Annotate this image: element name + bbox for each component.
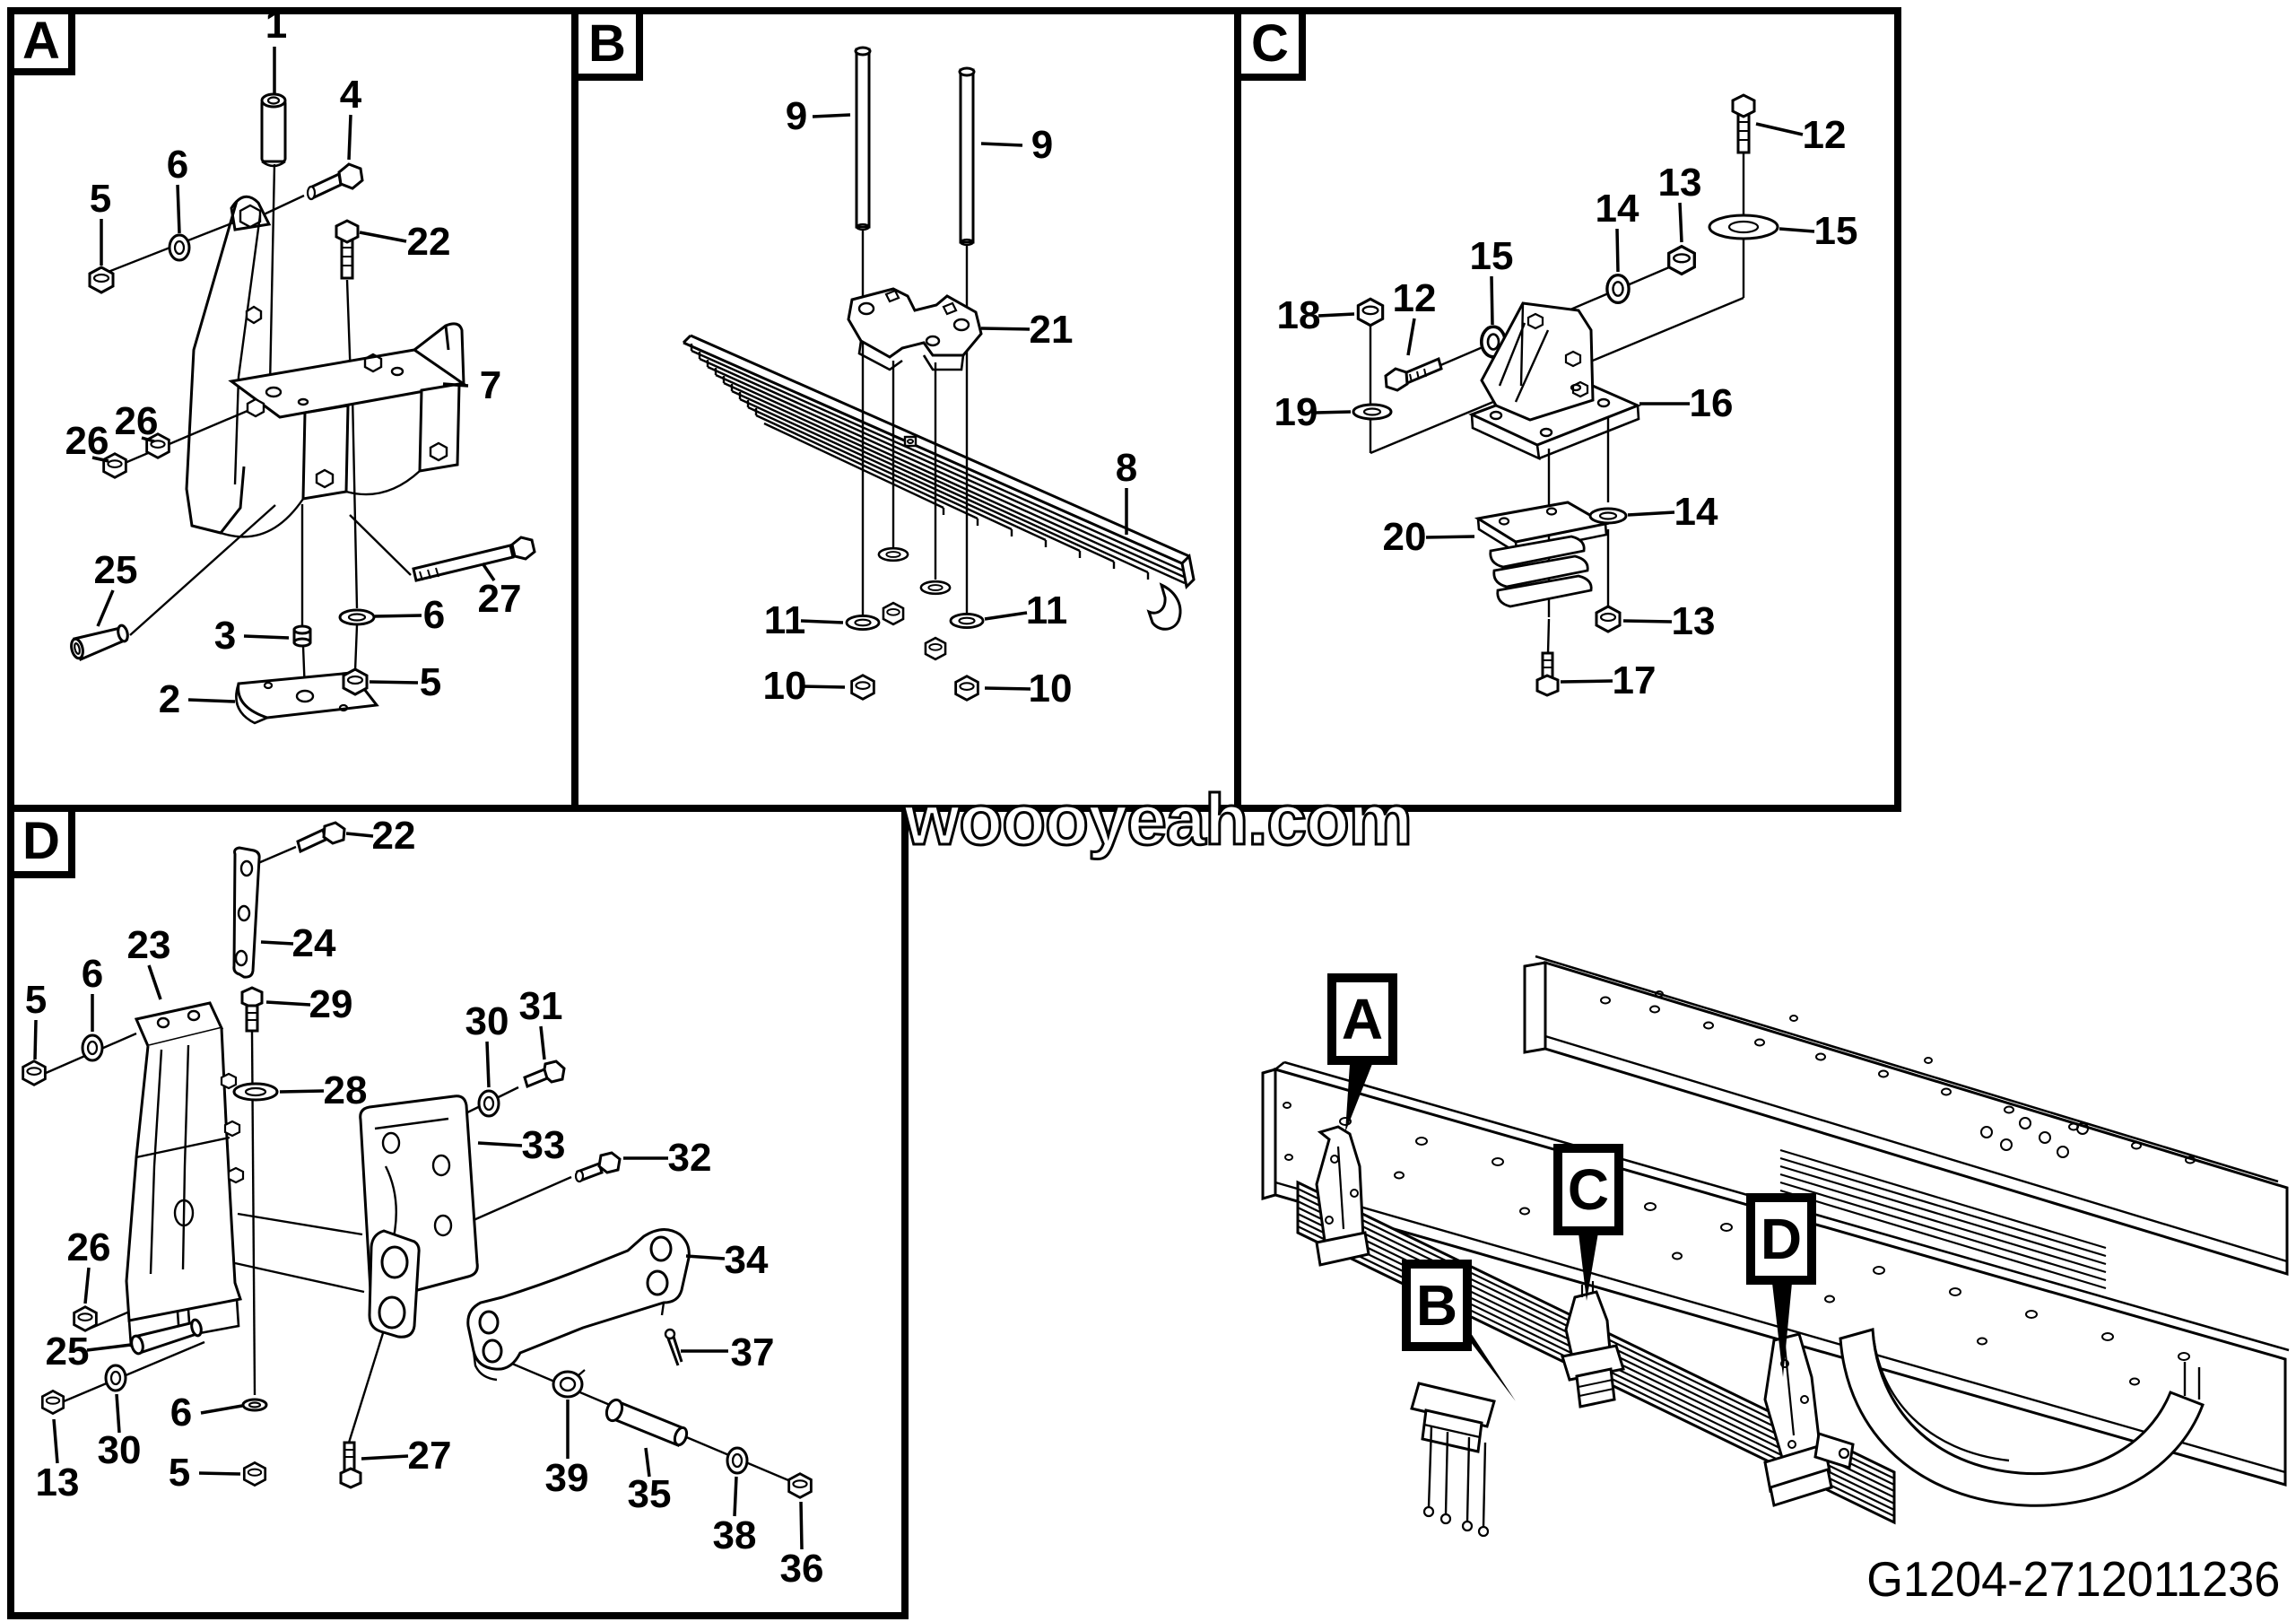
watermark: woooyeah.com: [903, 779, 1414, 861]
panel-c-letter: C: [1251, 14, 1289, 73]
panel-c-frame: [1234, 7, 1901, 812]
panel-d-art: [22, 821, 813, 1499]
panel-a-art: [70, 92, 536, 725]
panel-a-letter: A: [22, 12, 60, 70]
panel-b-letter: B: [588, 14, 626, 73]
part-number: G1204-2712011236: [1866, 1551, 2280, 1607]
callout-leader-lines: [33, 47, 1815, 1550]
panel-a-label: A: [7, 7, 75, 75]
panel-b-label: B: [571, 7, 643, 81]
panel-c-art: [1352, 93, 1779, 697]
assembly-view-art: [1261, 955, 2290, 1538]
panel-d-letter: D: [22, 812, 60, 870]
panel-d-label: D: [7, 805, 75, 878]
panel-d-frame: [7, 805, 909, 1619]
panel-b-art: [682, 46, 1196, 702]
panel-c-label: C: [1234, 7, 1306, 81]
